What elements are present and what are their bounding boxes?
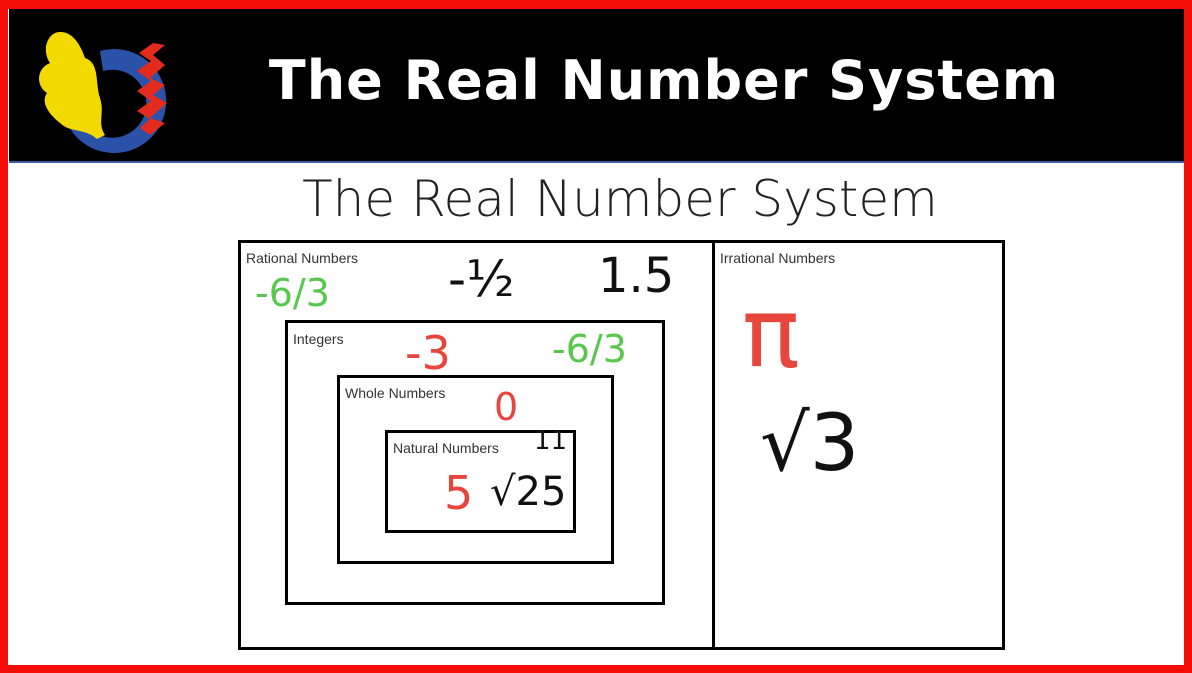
header-title: The Real Number System: [268, 49, 1060, 112]
handwritten-value: 0: [494, 385, 519, 429]
whole-box: [337, 375, 614, 564]
handwritten-value: 5: [444, 466, 474, 520]
handwritten-value: -3: [405, 326, 451, 380]
irrational-label: Irrational Numbers: [720, 250, 836, 266]
whole-label: Whole Numbers: [345, 385, 446, 401]
handwritten-value: -6/3: [552, 327, 627, 371]
handwritten-value: 11: [534, 426, 568, 456]
natural-label: Natural Numbers: [393, 440, 499, 456]
integers-box: [285, 320, 665, 605]
logo-icon: [39, 32, 167, 154]
integers-label: Integers: [293, 331, 344, 347]
handwritten-value: √3: [760, 399, 860, 489]
rational-label: Rational Numbers: [246, 250, 359, 266]
handwritten-value: √25: [490, 469, 567, 515]
handwritten-value: -6/3: [255, 271, 330, 315]
slide-title: The Real Number System: [302, 170, 938, 228]
handwritten-value: 1.5: [598, 248, 675, 304]
natural-box: [385, 430, 576, 533]
handwritten-value: -½: [448, 250, 515, 308]
handwritten-value: π: [742, 277, 800, 389]
header-banner: The Real Number System: [9, 9, 1184, 163]
irrational-box: [712, 240, 1005, 650]
